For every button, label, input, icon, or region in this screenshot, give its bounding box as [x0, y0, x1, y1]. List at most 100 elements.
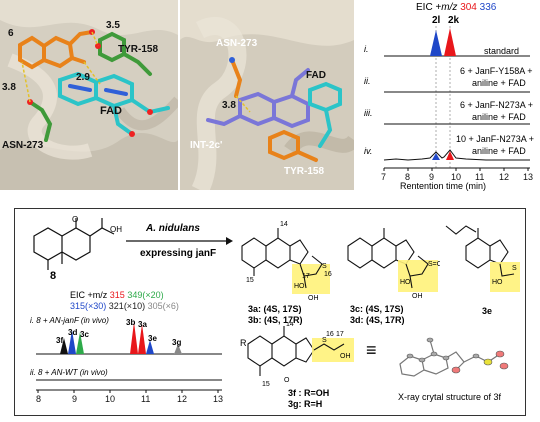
row-cond-iii-1: 6 + JanF-N273A +: [460, 100, 534, 110]
svg-text:15: 15: [246, 277, 254, 284]
svg-text:17: 17: [302, 273, 310, 280]
peak-label-3f: 3f: [56, 336, 64, 345]
x-tick: 9: [429, 172, 435, 182]
peak-2k-std: [444, 28, 456, 56]
x-tick: 7: [381, 172, 387, 182]
compound-label-3e: 3e: [482, 306, 493, 316]
x-tick-bottom: 10: [105, 394, 116, 404]
eic-plot-bottom: [36, 322, 222, 393]
docking-render-left: [0, 0, 178, 190]
equivalence-sign: ≡: [366, 340, 377, 360]
xray-caption: X-ray crytal structure of 3f: [398, 392, 502, 402]
x-tick-bottom: 11: [141, 394, 151, 404]
bottom-panel-frame: [14, 208, 526, 416]
peak-3g: [174, 344, 182, 354]
xray-structure-3f: [399, 337, 509, 377]
reaction-arrow-bottom-text: expressing janF: [140, 248, 217, 259]
product-3c-3d-structure: S=O HO OH: [347, 228, 440, 300]
x-tick-bottom: 9: [72, 394, 78, 404]
svg-text:HO: HO: [294, 283, 305, 290]
docking-panel-left: 6 TYR-158 3.5 2.9 3.8 FAD ASN-273: [0, 0, 178, 190]
peak-3a: [138, 324, 146, 354]
compound-label-3g: 3g: R=H: [288, 399, 323, 409]
svg-text:S: S: [512, 265, 517, 272]
svg-text:14: 14: [280, 221, 288, 228]
row-cond-i: standard: [484, 46, 520, 56]
peak-3d: [68, 330, 76, 354]
svg-text:OH: OH: [412, 293, 423, 300]
peak-3b: [130, 322, 138, 354]
svg-text:O: O: [72, 215, 78, 224]
row-cond-iv-2: aniline + FAD: [472, 146, 526, 156]
x-tick: 12: [499, 172, 510, 182]
row-roman-i: i.: [364, 44, 369, 54]
product-3a-3b-structure: S HO OH 14 15 16 17: [241, 221, 332, 302]
svg-text:14: 14: [286, 322, 294, 328]
compound-label-3a: 3a: (4S, 17S): [248, 304, 302, 314]
x-axis-label: Rentention time (min): [400, 181, 487, 191]
peak-3e: [146, 340, 154, 354]
svg-text:S: S: [322, 263, 327, 270]
peak-label-3b: 3b: [126, 318, 136, 327]
trace-label-i: i. 8 + AN-janF (in vivo): [30, 316, 109, 325]
label-tyr-158-mid: TYR-158: [284, 166, 325, 177]
peak-label-3e: 3e: [148, 334, 157, 343]
peak-label-3d: 3d: [68, 328, 78, 337]
row-cond-ii-2: aniline + FAD: [472, 78, 526, 88]
substrate-8-structure: O OH: [33, 215, 122, 270]
peak-2l-std: [430, 30, 442, 56]
peak-label-3a: 3a: [138, 320, 147, 329]
svg-text:HO: HO: [492, 279, 503, 286]
row-roman-iv: iv.: [364, 146, 373, 156]
label-dist-2.9: 2.9: [76, 72, 90, 83]
eic-305: 305(×6): [147, 301, 179, 311]
label-dist-3.8-mid: 3.8: [222, 100, 236, 111]
reaction-arrow-top-text: A. nidulans: [146, 223, 200, 234]
x-tick: 13: [523, 172, 534, 182]
x-tick-bottom: 8: [36, 394, 42, 404]
label-fad-mid: FAD: [306, 70, 326, 81]
svg-text:O: O: [284, 377, 290, 384]
label-int-2c: INT-2c': [190, 140, 223, 151]
peak-label-2k: 2k: [448, 15, 460, 26]
product-3e-structure: S HO: [445, 225, 520, 292]
svg-text:S=O: S=O: [428, 261, 440, 268]
eic-315-blue: 315(×30): [70, 301, 107, 311]
compound-label-3f: 3f : R=OH: [288, 388, 330, 398]
label-dist-3.5: 3.5: [106, 20, 120, 31]
docking-panel-middle: ASN-273 3.8 FAD INT-2c' TYR-158: [180, 0, 354, 190]
peak-label-3c: 3c: [80, 330, 89, 339]
substrate-label-8: 8: [50, 270, 57, 282]
compound-label-3d: 3d: (4S, 17R): [350, 315, 405, 325]
eic-header: EIC +m/z 304 336: [416, 2, 497, 13]
compound-label-3c: 3c: (4S, 17S): [350, 304, 404, 314]
row-cond-ii-1: 6 + JanF-Y158A +: [460, 66, 533, 76]
compound-label-3b: 3b: (4S, 17R): [248, 315, 303, 325]
svg-text:HO: HO: [400, 279, 411, 286]
label-tyr-158: TYR-158: [118, 44, 159, 55]
eic-panel-top: EIC +m/z 304 336 2l 2k i. sta: [356, 0, 540, 192]
row-cond-iii-2: aniline + FAD: [472, 112, 526, 122]
docking-render-middle: [180, 0, 354, 190]
reaction-arrow: [126, 237, 233, 245]
row-cond-iv-1: 10 + JanF-N273A +: [456, 134, 535, 144]
peak-3c: [76, 332, 84, 354]
svg-text:16: 16: [326, 331, 334, 338]
label-dist-3.8: 3.8: [2, 82, 16, 93]
eic-plot-top: [383, 26, 530, 171]
label-asn-273: ASN-273: [2, 140, 44, 151]
row-roman-iii: iii.: [364, 108, 373, 118]
peak-3f: [60, 338, 68, 354]
x-tick-bottom: 12: [177, 394, 188, 404]
x-tick: 10: [451, 172, 462, 182]
label-asn-273-mid: ASN-273: [216, 38, 258, 49]
x-tick: 11: [475, 172, 485, 182]
eic-legend-line1: EIC +m/z 315 349(×20): [70, 290, 164, 300]
label-ligand-6: 6: [8, 28, 14, 39]
peak-label-2l: 2l: [432, 15, 441, 26]
svg-text:OH: OH: [308, 295, 319, 302]
row-roman-ii: ii.: [364, 76, 371, 86]
eic-315-red: 315: [109, 290, 125, 300]
eic-349: 349(×20): [127, 290, 164, 300]
x-tick-bottom: 13: [213, 394, 224, 404]
